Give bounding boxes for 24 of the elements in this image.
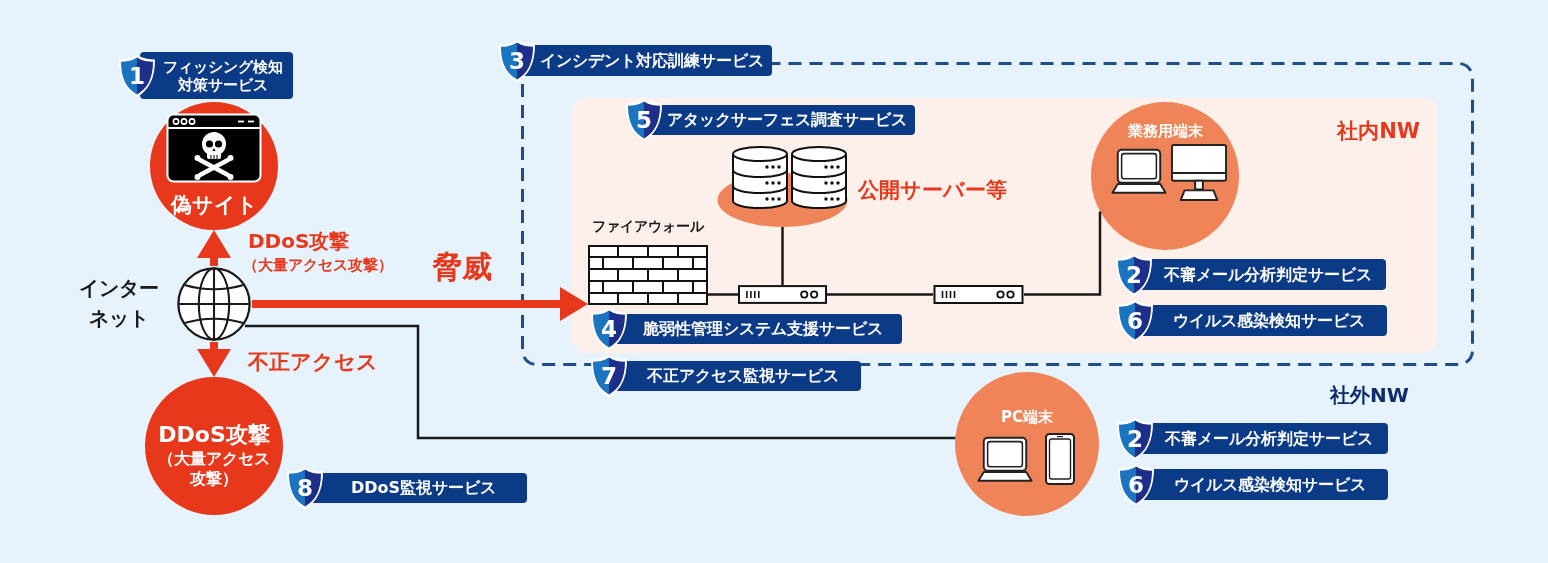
connector-line — [708, 293, 738, 296]
zone-label: 社内NW — [1337, 118, 1420, 145]
arrow — [197, 230, 231, 266]
connector-line — [1024, 211, 1102, 296]
circle-label: DDoS攻撃 — [158, 421, 270, 449]
attack-label: （大量アクセス攻撃） — [243, 256, 393, 275]
zone-label: 社外NW — [1330, 383, 1409, 408]
arrow — [197, 342, 231, 377]
attack-label: 不正アクセス — [248, 349, 378, 376]
node-label: インターネット — [78, 275, 160, 332]
connector-line — [827, 293, 933, 296]
node-label: 公開サーバー等 — [858, 177, 1007, 204]
switch-icon — [933, 285, 1024, 304]
switch-icon — [738, 285, 827, 304]
network-zone — [572, 98, 1438, 353]
edge-label: 脅威 — [432, 248, 492, 286]
circle-label: 偽サイト — [170, 192, 258, 219]
connector-line — [781, 227, 784, 285]
circle-label: PC端末 — [1001, 408, 1053, 427]
node-label: ファイアウォール — [591, 218, 705, 236]
circle-label: （大量アクセス攻撃） — [157, 448, 271, 489]
circle-label: 業務用端末 — [1127, 122, 1203, 141]
connector-line — [245, 324, 956, 440]
attack-label: DDoS攻撃 — [248, 229, 350, 254]
